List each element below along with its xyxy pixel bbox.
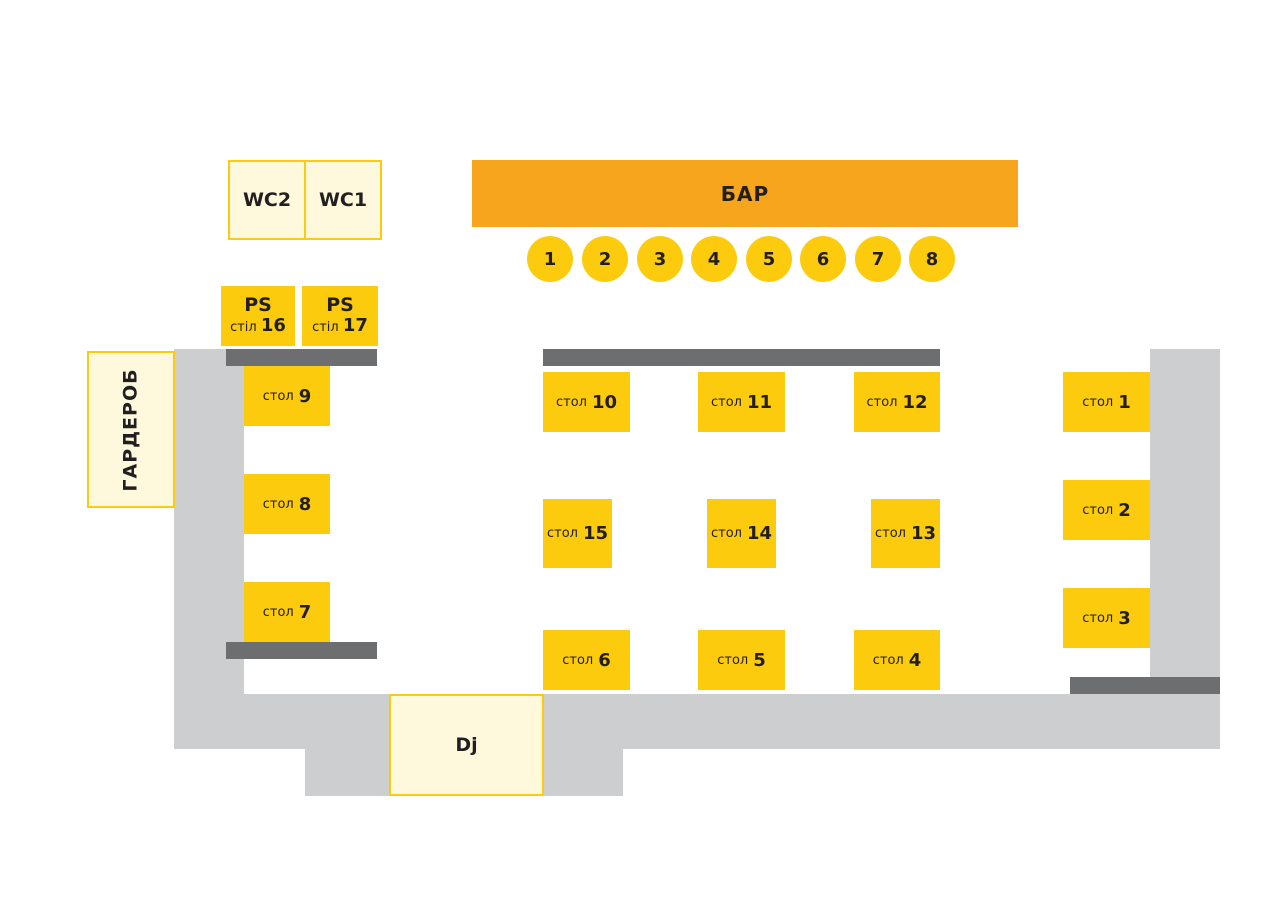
bar-counter: БАР [472, 160, 1018, 227]
seat-number: 7 [871, 248, 885, 270]
wardrobe-label: ГАРДЕРОБ [120, 367, 143, 492]
table-word: стол [562, 652, 594, 668]
bar-seat-7[interactable]: 7 [855, 236, 901, 282]
table-word: стол [717, 652, 749, 668]
wardrobe-room: ГАРДЕРОБ [87, 351, 175, 508]
table-number: 10 [591, 391, 618, 413]
table-word: стол [866, 394, 898, 410]
table-15[interactable]: стол 15 [543, 499, 612, 568]
bar-seat-8[interactable]: 8 [909, 236, 955, 282]
table-word: стол [874, 526, 906, 541]
table-number: 2 [1118, 499, 1131, 521]
table-word: стол [262, 604, 294, 620]
bar-label: БАР [720, 181, 770, 206]
seat-number: 3 [653, 248, 667, 270]
table-word: стіл [230, 320, 257, 335]
table-number: 5 [753, 649, 766, 671]
seat-number: 2 [598, 248, 612, 270]
bar-seat-3[interactable]: 3 [637, 236, 683, 282]
table-word: стол [1082, 394, 1114, 410]
table-word: стол [262, 388, 294, 404]
bar-seat-5[interactable]: 5 [746, 236, 792, 282]
divider-bottom-left [226, 642, 377, 659]
wc2-room: WC2 [228, 160, 306, 240]
table-number: 7 [298, 601, 312, 623]
table-word: стол [1082, 610, 1114, 626]
table-number: 1 [1118, 391, 1131, 413]
dj-booth: Dj [389, 694, 544, 796]
table-number: 4 [908, 649, 922, 671]
table-number: 11 [746, 391, 773, 413]
seat-number: 8 [925, 248, 939, 270]
table-word: стол [710, 526, 742, 541]
left-wall [174, 349, 244, 749]
table-number: 9 [298, 385, 312, 407]
table-word: стол [555, 394, 587, 410]
seat-number: 5 [762, 248, 776, 270]
wc1-label: WC1 [318, 189, 368, 211]
divider-top-center [543, 349, 940, 366]
table-number: 8 [298, 493, 312, 515]
table-number: 17 [342, 315, 368, 336]
ps-subtitle: стіл 16 [230, 316, 286, 338]
ps-table-17[interactable]: PS стіл 17 [302, 286, 378, 346]
table-number: 15 [582, 523, 609, 544]
seat-number: 6 [816, 248, 830, 270]
bar-seat-1[interactable]: 1 [527, 236, 573, 282]
divider-bottom-right [1070, 677, 1220, 694]
table-13[interactable]: стол 13 [871, 499, 940, 568]
table-14[interactable]: стол 14 [707, 499, 776, 568]
bar-seat-2[interactable]: 2 [582, 236, 628, 282]
ps-title: PS [244, 294, 272, 316]
table-number: 12 [902, 391, 928, 413]
dj-label: Dj [455, 734, 478, 756]
ps-title: PS [326, 294, 354, 316]
table-word: стол [262, 496, 294, 512]
table-word: стол [546, 526, 578, 541]
table-word: стол [1082, 502, 1114, 518]
table-word: стол [872, 652, 904, 668]
wc1-room: WC1 [304, 160, 382, 240]
bar-seat-6[interactable]: 6 [800, 236, 846, 282]
table-number: 14 [746, 523, 773, 544]
wc2-label: WC2 [242, 189, 292, 211]
table-word: стол [710, 394, 742, 410]
table-number: 13 [910, 523, 937, 544]
seat-number: 4 [707, 248, 721, 270]
bar-seat-4[interactable]: 4 [691, 236, 737, 282]
divider-top-left [226, 349, 377, 366]
ps-table-16[interactable]: PS стіл 16 [221, 286, 295, 346]
ps-subtitle: стіл 17 [312, 316, 368, 338]
table-number: 6 [598, 649, 611, 671]
table-word: стіл [312, 320, 339, 335]
table-number: 16 [260, 315, 286, 336]
seat-number: 1 [543, 248, 557, 270]
table-number: 3 [1118, 607, 1131, 629]
